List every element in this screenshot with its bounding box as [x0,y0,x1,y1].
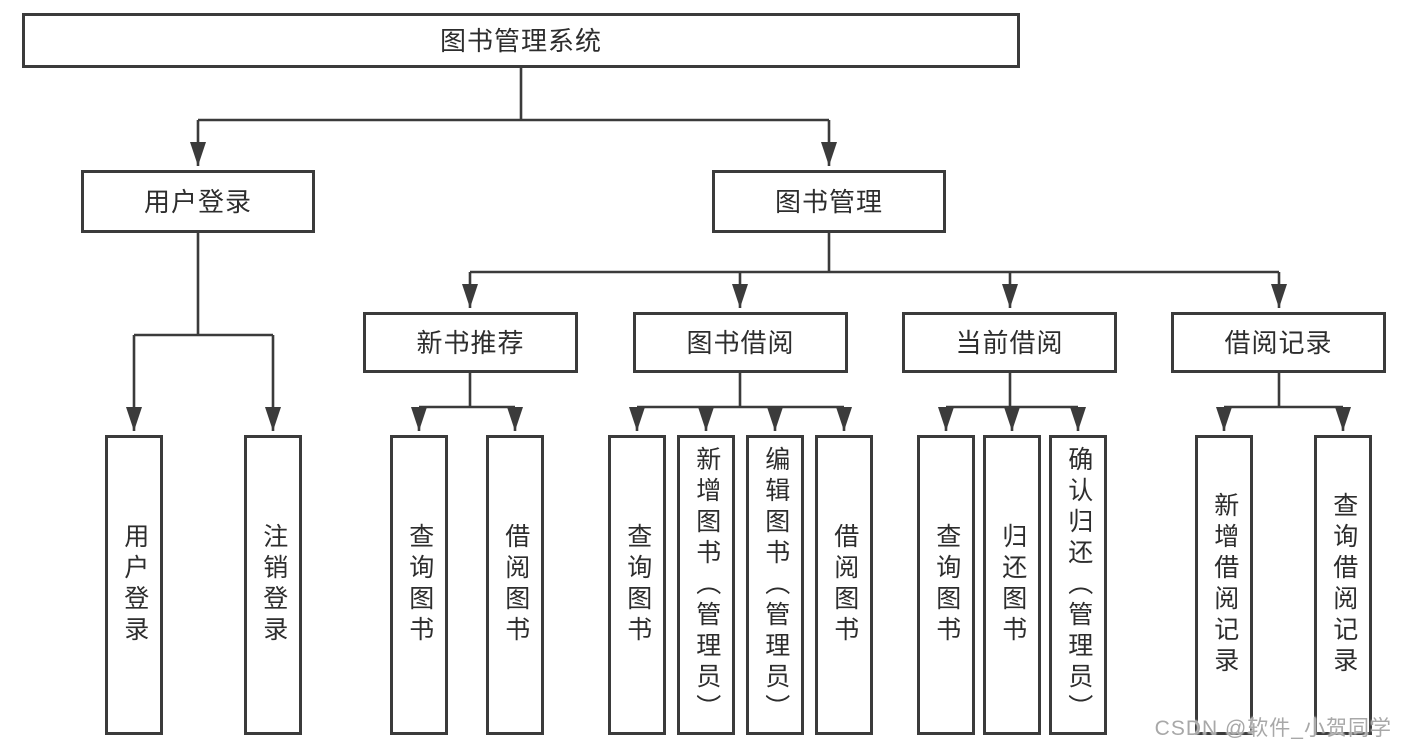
leaf-add-books-admin: 新增图书（管理员） [677,435,735,735]
node-library-management-system: 图书管理系统 [22,13,1020,68]
node-label: 查询图书 [405,523,434,647]
node-label: 借阅记录 [1224,327,1333,358]
node-current-borrowing: 当前借阅 [902,312,1117,373]
leaf-user-login: 用户登录 [105,435,163,735]
node-borrowing-records: 借阅记录 [1171,312,1386,373]
leaf-logout: 注销登录 [244,435,302,735]
leaf-edit-books-admin: 编辑图书（管理员） [746,435,804,735]
leaf-query-books-2: 查询图书 [608,435,666,735]
node-label: 注销登录 [259,523,288,647]
node-label: 用户登录 [120,523,149,647]
node-label: 查询图书 [932,523,961,647]
node-label: 用户登录 [143,186,252,217]
node-book-borrowing: 图书借阅 [633,312,848,373]
node-label: 借阅图书 [830,523,859,647]
node-label: 归还图书 [998,523,1027,647]
leaf-return-books: 归还图书 [983,435,1041,735]
node-label: 图书借阅 [686,327,795,358]
node-label: 查询借阅记录 [1329,492,1358,678]
leaf-add-borrow-record: 新增借阅记录 [1195,435,1253,735]
node-label: 新书推荐 [416,327,525,358]
node-label: 图书管理系统 [439,25,602,56]
leaf-query-books-3: 查询图书 [917,435,975,735]
leaf-confirm-return-admin: 确认归还（管理员） [1049,435,1107,735]
node-label: 借阅图书 [501,523,530,647]
node-book-management: 图书管理 [712,170,946,233]
node-label: 确认归还（管理员） [1064,445,1093,725]
node-label: 新增借阅记录 [1210,492,1239,678]
node-label: 查询图书 [623,523,652,647]
watermark: CSDN @软件_小贺同学 [1154,717,1392,740]
leaf-borrow-books: 借阅图书 [486,435,544,735]
node-new-book-recommend: 新书推荐 [363,312,578,373]
node-label: 图书管理 [774,186,883,217]
node-label: 当前借阅 [955,327,1064,358]
leaf-borrow-books-2: 借阅图书 [815,435,873,735]
leaf-query-borrow-record: 查询借阅记录 [1314,435,1372,735]
node-label: 新增图书（管理员） [692,445,721,725]
node-label: 编辑图书（管理员） [761,445,790,725]
node-user-login: 用户登录 [81,170,315,233]
leaf-query-books: 查询图书 [390,435,448,735]
